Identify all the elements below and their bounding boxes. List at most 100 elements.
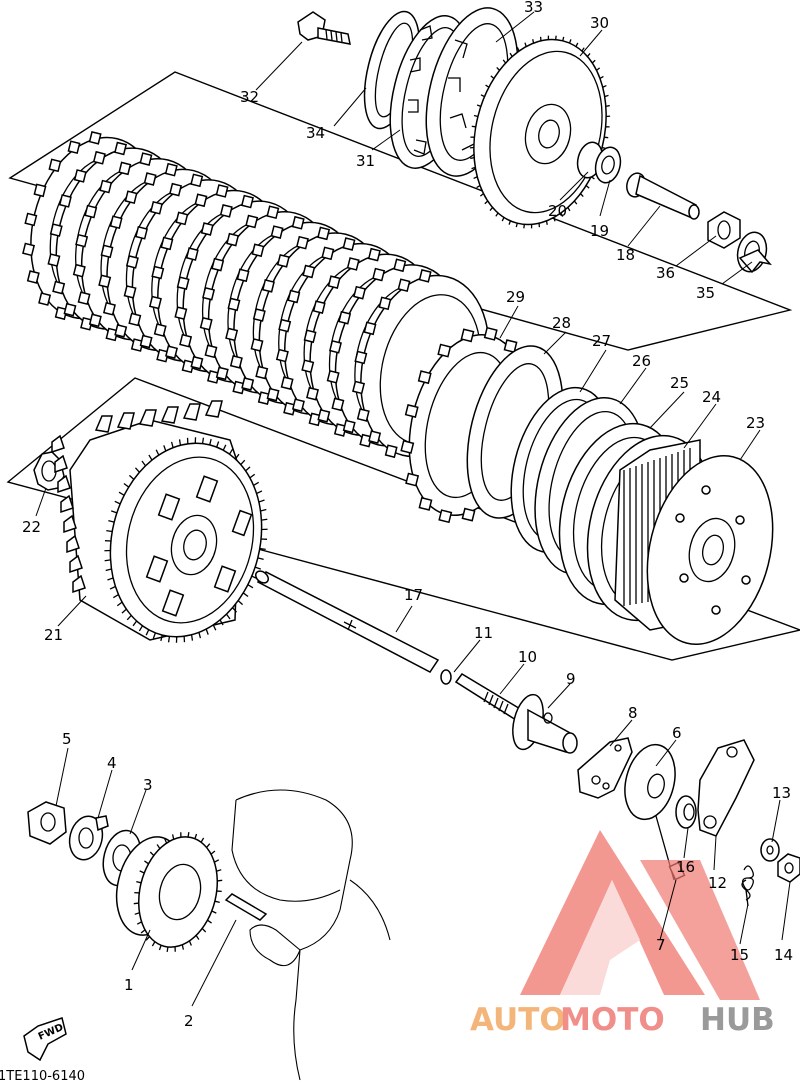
gear-tooth xyxy=(602,84,607,88)
friction-tab xyxy=(483,326,498,341)
gear-tooth xyxy=(216,441,220,448)
gear-tooth xyxy=(581,47,585,52)
gear-tooth xyxy=(210,850,216,855)
plate-tooth xyxy=(169,182,183,197)
gear-tooth xyxy=(194,833,198,839)
plate-tooth xyxy=(99,179,113,194)
gear-tooth xyxy=(586,53,591,57)
gear-tooth xyxy=(104,549,111,552)
part-label-3: 3 xyxy=(143,776,153,794)
part-label-31: 31 xyxy=(356,152,375,170)
gear-tooth xyxy=(186,437,189,444)
plate-tooth xyxy=(139,334,153,349)
plate-tooth xyxy=(241,377,255,391)
leader-lines xyxy=(35,11,791,1007)
plate-tooth xyxy=(270,225,284,239)
gear-tooth xyxy=(495,212,499,217)
gear-tooth xyxy=(567,207,571,212)
plate-tooth xyxy=(240,194,254,209)
push-rod-10 xyxy=(454,673,524,722)
gear-tooth xyxy=(109,585,116,590)
part-label-30: 30 xyxy=(590,14,609,32)
plate-tooth xyxy=(24,212,38,227)
wordmark-auto: AUTO xyxy=(470,1002,566,1038)
gear-tooth xyxy=(490,75,495,79)
plate-tooth xyxy=(204,344,218,359)
gear-tooth xyxy=(151,941,156,947)
basket-finger xyxy=(72,574,86,594)
gear-tooth xyxy=(133,902,139,905)
gear-tooth xyxy=(145,629,150,636)
gear-tooth xyxy=(183,636,186,643)
plate-tooth xyxy=(245,214,259,229)
gear-tooth xyxy=(121,608,127,614)
part-label-11: 11 xyxy=(474,624,493,642)
plate-tooth xyxy=(418,269,432,283)
basket-finger xyxy=(94,415,113,433)
friction-tab xyxy=(461,507,476,522)
part-label-19: 19 xyxy=(590,222,609,240)
plate-tooth xyxy=(250,338,264,352)
gear-tooth xyxy=(232,607,238,613)
plate-tooth xyxy=(200,222,214,236)
bearing-20-19 xyxy=(576,141,622,184)
gear-tooth xyxy=(480,94,485,98)
part-labels: 1 2 3 4 5 6 7 8 9 10 11 12 13 14 15 16 1… xyxy=(22,0,793,1030)
nut-36 xyxy=(707,211,741,249)
plate-tooth xyxy=(321,246,335,261)
plate-tooth xyxy=(84,204,98,219)
primary-drive-gear-1 xyxy=(115,832,223,952)
plate-tooth xyxy=(125,255,139,269)
part-label-8: 8 xyxy=(628,704,638,722)
lever-12 xyxy=(697,739,755,837)
gear-tooth xyxy=(573,200,578,205)
part-label-26: 26 xyxy=(632,352,651,370)
plate-tooth xyxy=(291,398,305,413)
plate-tooth xyxy=(153,323,167,337)
plate-tooth xyxy=(128,312,142,327)
gear-tooth xyxy=(470,136,475,138)
gear-tooth xyxy=(188,940,192,946)
basket-finger xyxy=(63,514,77,534)
push-lever-9 xyxy=(512,693,578,754)
gear-tooth xyxy=(508,220,512,225)
basket-finger xyxy=(204,400,223,418)
gear-tooth xyxy=(198,632,202,639)
gear-tooth xyxy=(258,499,265,503)
gear-tooth xyxy=(174,946,176,952)
plate-tooth xyxy=(135,225,149,240)
plate-tooth xyxy=(302,264,316,279)
basket-finger xyxy=(57,474,71,494)
plate-tooth xyxy=(77,291,91,306)
plate-tooth xyxy=(352,380,366,395)
gear-tooth xyxy=(254,566,262,570)
plate-tooth xyxy=(354,350,368,365)
gear-tooth xyxy=(555,35,557,40)
plate-tooth xyxy=(219,204,233,218)
basket-finger xyxy=(54,454,68,474)
part-label-16: 16 xyxy=(676,858,695,876)
gear-tooth xyxy=(144,860,149,865)
wordmark-moto: MOTO xyxy=(560,1002,665,1038)
gear-tooth xyxy=(261,518,268,521)
push-rod-17 xyxy=(254,570,440,673)
gear-tooth xyxy=(553,217,556,222)
plate-tooth xyxy=(236,268,250,283)
gear-tooth xyxy=(112,594,119,599)
gear-tooth xyxy=(205,628,209,635)
gear-tooth xyxy=(158,945,162,951)
plate-tooth xyxy=(102,301,116,316)
plate-tooth xyxy=(327,275,341,289)
part-label-34: 34 xyxy=(306,124,325,142)
plate-tooth xyxy=(278,318,292,333)
part-label-36: 36 xyxy=(656,264,675,282)
gear-tooth xyxy=(606,115,611,118)
gear-tooth xyxy=(257,557,264,560)
friction-tab xyxy=(437,343,452,358)
gear-tooth xyxy=(562,36,565,41)
basket-finger xyxy=(160,406,179,424)
gear-tooth xyxy=(170,441,174,448)
friction-tab xyxy=(404,403,419,418)
gear-tooth xyxy=(530,224,533,229)
